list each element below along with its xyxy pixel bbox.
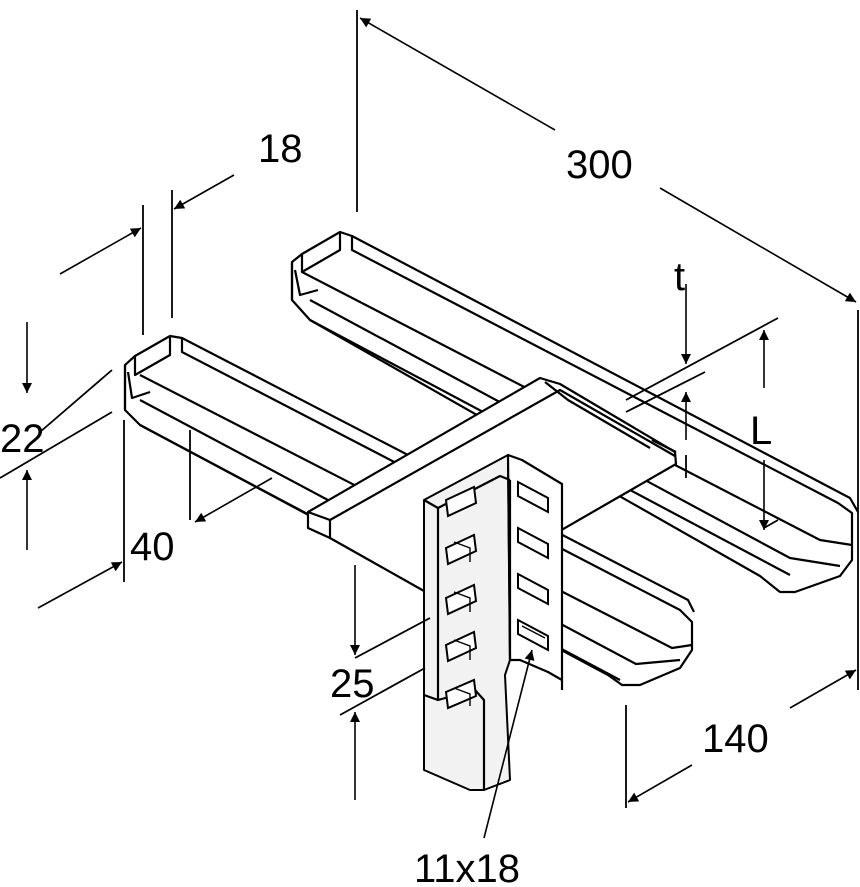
dimension-lines [0, 10, 859, 839]
dim-40-label: 40 [130, 525, 175, 569]
dim-L-label: L [750, 409, 772, 453]
dim-22-label: 22 [0, 417, 45, 461]
dim-140-label: 140 [702, 717, 769, 761]
dim-18-label: 18 [258, 127, 303, 171]
dim-25-label: 25 [330, 662, 375, 706]
dim-300-label: 300 [566, 143, 633, 187]
slots-left-face [444, 485, 478, 710]
slots-right-face [517, 480, 549, 652]
dim-t-label: t [674, 255, 685, 299]
dim-slot-label: 11x18 [414, 847, 520, 887]
